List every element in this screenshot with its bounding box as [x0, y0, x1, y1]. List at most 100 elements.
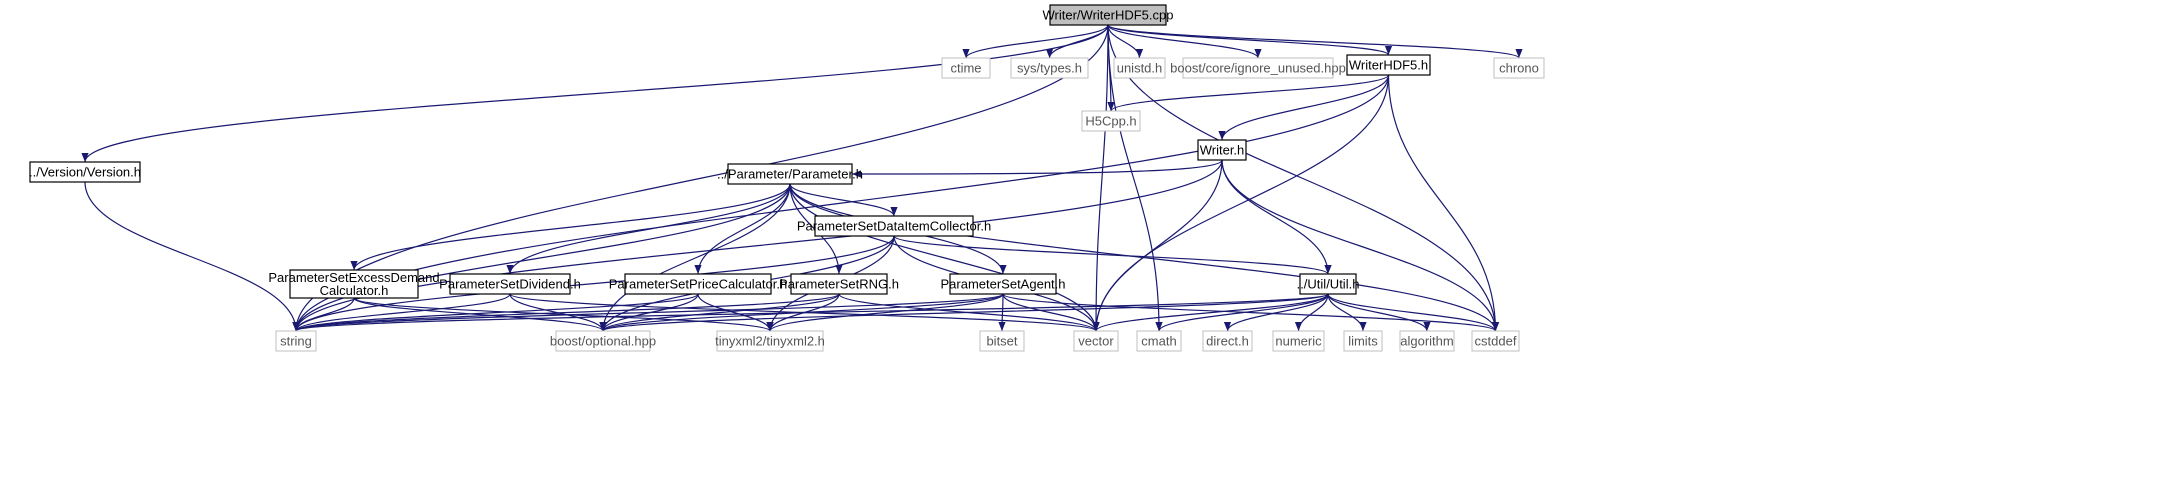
node-box [624, 273, 772, 295]
node-writerhdf5h[interactable]: WriterHDF5.h [1346, 54, 1431, 76]
node-box [727, 163, 853, 185]
node-box [1493, 57, 1545, 79]
edge-psedc-to-optional [353, 297, 607, 332]
node-writerh[interactable]: Writer.h [1197, 139, 1247, 161]
node-chrono: chrono [1493, 57, 1545, 79]
node-box [1272, 330, 1325, 352]
edge-psagent-to-vector [1002, 293, 1100, 332]
edge-pspc-to-tinyxml2 [697, 293, 774, 332]
edge-pspc-to-string [292, 293, 699, 332]
node-psrng[interactable]: ParameterSetRNG.h [779, 273, 899, 295]
node-label: ParameterSetDataItemCollector.h [797, 219, 991, 234]
edge-utilh-to-limits [1327, 293, 1367, 332]
node-tinyxml2: tinyxml2/tinyxml2.h [715, 330, 825, 352]
edge-writerh-to-utilh [1221, 159, 1332, 275]
node-label: bitset [986, 334, 1017, 349]
node-box [716, 330, 824, 352]
edge-writerh-to-cstddef [1221, 159, 1500, 332]
node-layer: Writer/WriterHDF5.cpp ../Version/Version.… [29, 4, 1545, 352]
node-psdic[interactable]: ParameterSetDataItemCollector.h [797, 215, 991, 237]
node-label: algorithm [1400, 334, 1453, 349]
edge-psrng-to-optional [599, 293, 840, 332]
edge-root-to-cmath [1107, 24, 1163, 332]
edge-utilh-to-string [292, 293, 1329, 332]
node-box [1399, 330, 1455, 352]
edge-writerh-to-string [292, 159, 1223, 332]
edge-writerh-to-vector [1092, 159, 1223, 332]
edge-parameterh-to-string [292, 183, 791, 332]
node-parameterh[interactable]: ../Parameter/Parameter.h [717, 163, 863, 185]
edge-writerhdf5h-to-h5cpp [1107, 74, 1390, 112]
edge-parameterh-to-pspc [694, 183, 791, 275]
edge-psagent-to-bitset [998, 293, 1006, 332]
edge-psagent-to-string [292, 293, 1004, 332]
edge-parameterh-to-cstddef [789, 183, 1500, 332]
edge-root-to-unistd [1107, 24, 1144, 59]
node-box [1081, 110, 1141, 132]
node-label: numeric [1275, 334, 1322, 349]
node-label: Writer/WriterHDF5.cpp [1043, 8, 1174, 23]
edge-utilh-to-algorithm [1327, 293, 1431, 332]
edge-psagent-to-cstddef [1002, 293, 1499, 332]
node-optional: boost/optional.hpp [550, 330, 656, 352]
node-box [1073, 330, 1119, 352]
node-box [790, 273, 888, 295]
node-psdiv[interactable]: ParameterSetDividend.h [439, 273, 581, 295]
node-pspc[interactable]: ParameterSetPriceCalculator.h [609, 273, 787, 295]
node-root[interactable]: Writer/WriterHDF5.cpp [1043, 4, 1174, 26]
edge-utilh-to-optional [599, 293, 1329, 332]
node-label: ParameterSetAgent.h [940, 277, 1065, 292]
node-box [1010, 57, 1089, 79]
node-label: WriterHDF5.h [1349, 58, 1428, 73]
node-box [1471, 330, 1520, 352]
edge-psagent-to-tinyxml2 [766, 293, 1004, 332]
node-label: Calculator.h [320, 283, 389, 298]
node-box [814, 215, 974, 237]
node-label: ParameterSetDividend.h [439, 277, 581, 292]
edge-parameterh-to-optional [599, 183, 791, 332]
node-label: vector [1078, 334, 1114, 349]
node-box [1113, 57, 1166, 79]
node-algorithm: algorithm [1399, 330, 1455, 352]
node-versionh[interactable]: ../Version/Version.h [29, 161, 141, 183]
edge-utilh-to-numeric [1294, 293, 1329, 332]
node-label: cmath [1141, 334, 1176, 349]
node-box [1299, 273, 1357, 295]
edge-versionh-to-string [84, 181, 300, 332]
edge-utilh-to-cmath [1155, 293, 1329, 332]
node-utilh[interactable]: ../Util/Util.h [1297, 273, 1360, 295]
node-directh: direct.h [1202, 330, 1253, 352]
node-h5cpp: H5Cpp.h [1081, 110, 1141, 132]
node-label: ../Util/Util.h [1297, 277, 1360, 292]
edge-root-to-vector [1092, 24, 1109, 332]
node-bitset: bitset [979, 330, 1025, 352]
edge-root-to-systypes [1045, 24, 1109, 59]
edge-utilh-to-cstddef [1327, 293, 1500, 332]
edge-writerh-to-parameterh [851, 159, 1223, 178]
node-box [941, 57, 991, 79]
node-label: limits [1348, 334, 1378, 349]
node-box [555, 330, 651, 352]
edge-writerhdf5h-to-writerh [1218, 74, 1390, 141]
node-label: ParameterSetExcessDemand [268, 270, 439, 285]
node-label: boost/core/ignore_unused.hpp [1170, 61, 1346, 76]
node-label: ParameterSetRNG.h [779, 277, 899, 292]
node-label: boost/optional.hpp [550, 334, 656, 349]
node-box [1197, 139, 1247, 161]
edge-root-to-ctime [962, 24, 1109, 59]
node-label: cstddef [1475, 334, 1517, 349]
edge-parameterh-to-psdiv [506, 183, 791, 275]
edge-utilh-to-directh [1223, 293, 1329, 332]
edge-root-to-chrono [1107, 24, 1523, 59]
node-box [949, 273, 1057, 295]
node-box [29, 161, 141, 183]
edge-psdic-to-utilh [893, 235, 1332, 275]
edge-psrng-to-string [292, 293, 840, 332]
node-psagent[interactable]: ParameterSetAgent.h [940, 273, 1066, 295]
node-label: direct.h [1206, 334, 1249, 349]
node-label: unistd.h [1117, 61, 1163, 76]
node-label: chrono [1499, 61, 1539, 76]
node-numeric: numeric [1272, 330, 1325, 352]
node-box [289, 269, 419, 299]
